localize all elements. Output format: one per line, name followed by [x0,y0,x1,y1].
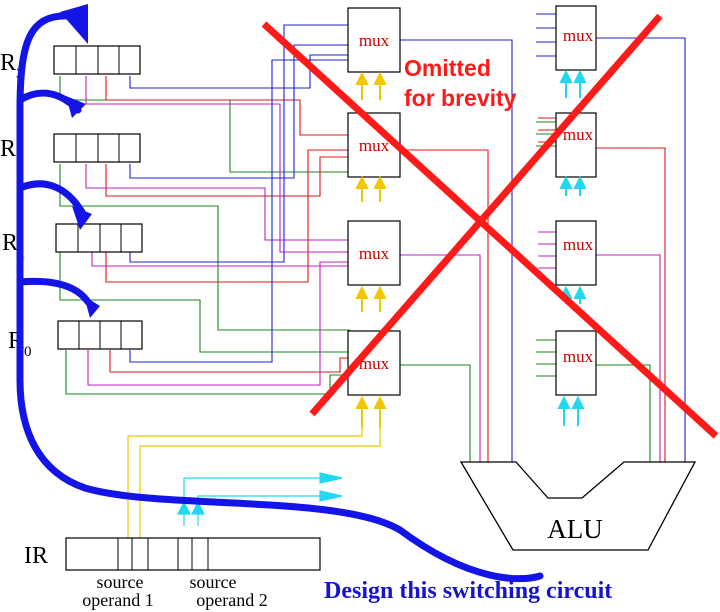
register-r3 [53,45,141,75]
mux-label: mux [563,26,594,45]
blue-wires [129,13,686,462]
data-bus [16,12,544,583]
mux-label: mux [563,125,594,144]
bus-arrowhead-r1 [72,206,92,230]
mux-left-3: mux [347,220,401,286]
register-r2 [53,133,141,163]
mux-label: mux [359,244,390,263]
register-r1 [55,223,143,253]
source-operand-2-label-2: operand 2 [196,590,267,610]
mux-left-1: mux [347,7,401,73]
source2-select-lines [177,472,343,526]
bus-arrowhead-r0 [84,296,100,318]
source-operand-1-label-2: operand 1 [82,590,153,610]
register-r0 [57,320,143,350]
mux-label: mux [563,347,594,366]
source1-select-lines [127,428,381,538]
bus-arrowheads [60,4,100,318]
red-wires [105,76,666,462]
mux-label: mux [359,31,390,50]
mux-label: mux [359,354,390,373]
mux-label: mux [563,235,594,254]
omitted-label-2: for brevity [404,85,517,111]
mux-left-4: mux [347,330,401,396]
alu: ALU [459,461,697,551]
mux-right-1: mux [555,5,597,71]
instruction-register [65,537,321,571]
bus-arrowhead-r2 [66,96,86,118]
cyan-select-arrows [557,69,587,426]
mux-right-4: mux [555,330,597,396]
omitted-cross [261,13,719,439]
magenta-wires [85,76,661,462]
source-operand-1-label: source [97,572,144,592]
mux-right-3: mux [555,220,597,286]
alu-label: ALU [547,514,603,544]
yellow-select-arrows [355,71,387,428]
design-note: Design this switching circuit [324,578,612,604]
mux-right-2: mux [555,112,597,178]
ir-label: IR [24,543,48,569]
omitted-label: Omitted [404,55,491,81]
mux-label: mux [359,136,390,155]
source-operand-2-label: source [190,572,237,592]
bus-arrowhead-r3 [60,4,88,44]
